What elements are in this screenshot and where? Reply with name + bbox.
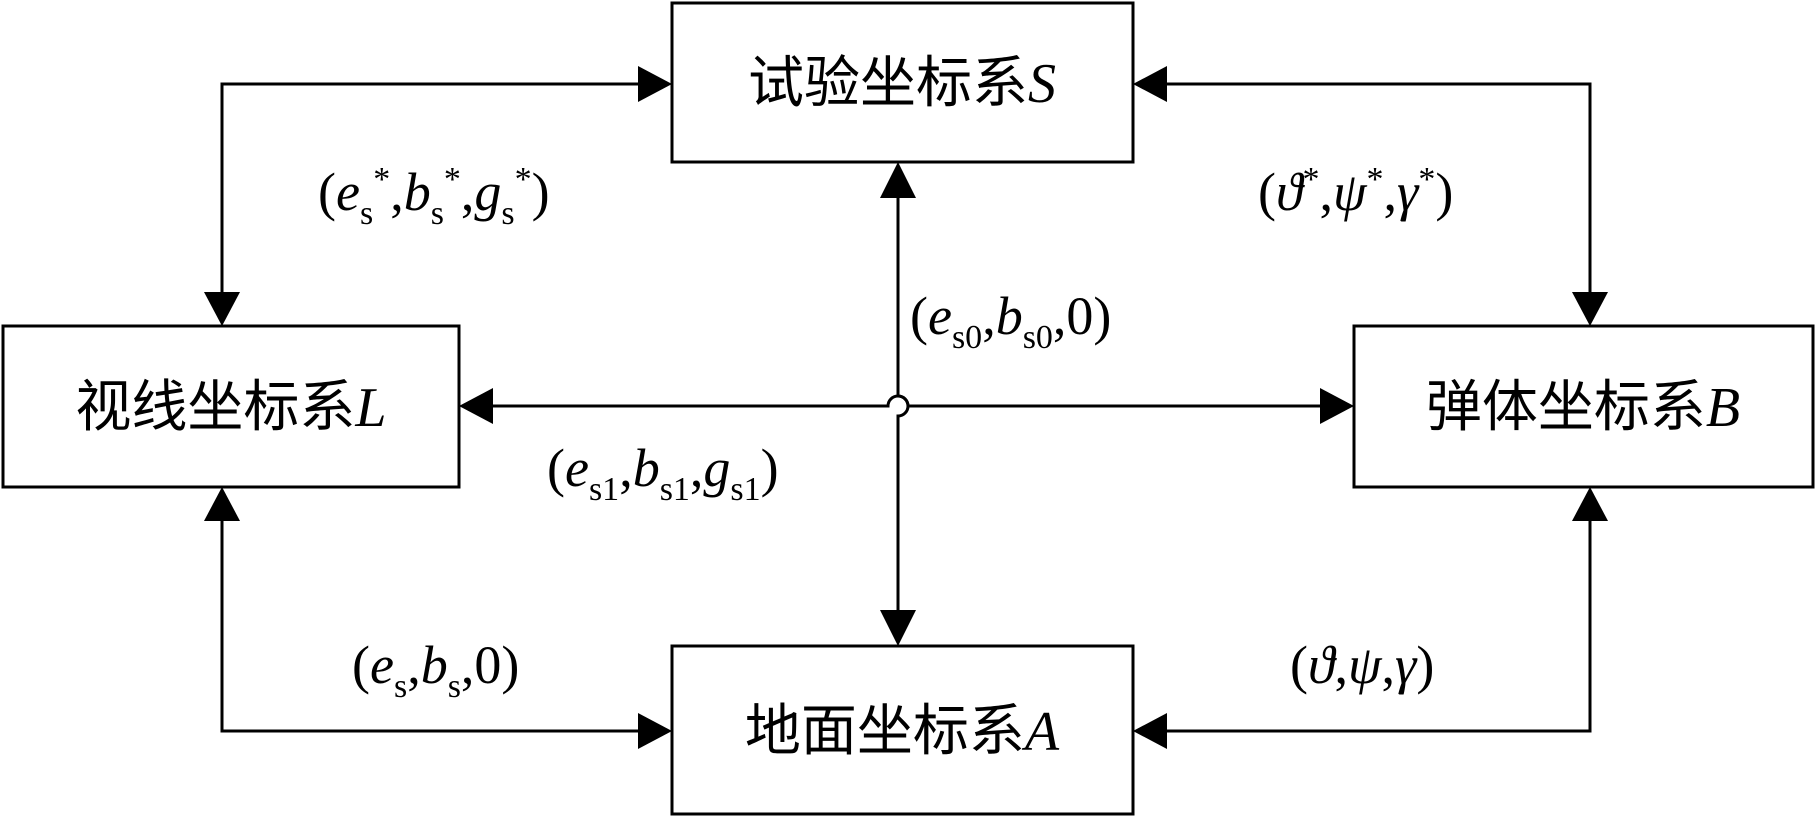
node-test-symbol: S [1028, 53, 1056, 115]
node-los-label: 视线坐标系L [75, 375, 386, 440]
node-test-box [670, 1, 1135, 164]
node-body-box [1352, 324, 1815, 489]
arrowhead [1133, 66, 1167, 102]
node-ground: 地面坐标系A [670, 644, 1135, 816]
node-ground-label: 地面坐标系A [745, 699, 1060, 764]
edge-body-ground [1153, 508, 1592, 733]
node-los-symbol: L [354, 377, 386, 439]
arrowhead [1133, 713, 1167, 749]
arrowhead [204, 292, 240, 326]
arrowhead [880, 610, 916, 646]
edge-los-body [480, 394, 1332, 408]
edge-test-los [220, 82, 652, 305]
node-ground-symbol: A [1021, 701, 1060, 763]
edge-label-los-ground: (es​,bs​,0) [352, 635, 519, 705]
edge-label-test-body: (ϑ*​,ψ*​,γ*​) [1258, 161, 1453, 222]
node-body-label: 弹体坐标系B [1426, 375, 1740, 440]
node-ground-box [670, 644, 1135, 816]
arrowhead [1572, 292, 1608, 326]
node-body-text: 弹体坐标系 [1426, 375, 1706, 440]
node-test-label: 试验坐标系S [748, 51, 1056, 116]
node-los-box [1, 324, 461, 489]
arrowhead [638, 713, 672, 749]
arrowhead [1320, 388, 1354, 424]
node-test-text: 试验坐标系 [748, 51, 1028, 116]
edge-label-body-ground: (ϑ,ψ,γ) [1290, 635, 1434, 695]
node-ground-text: 地面坐标系 [745, 699, 1025, 764]
arrowhead [638, 66, 672, 102]
edge-test-body [1153, 82, 1592, 305]
arrowhead [204, 487, 240, 521]
node-body-symbol: B [1706, 377, 1740, 439]
edge-label-test-ground: (es0​,bs0​,0) [910, 286, 1111, 356]
arrowhead [880, 162, 916, 198]
arrowhead [459, 388, 493, 424]
node-los: 视线坐标系L [1, 324, 461, 489]
edge-los-ground [220, 508, 652, 733]
arrowhead [1572, 487, 1608, 521]
node-body: 弹体坐标系B [1352, 324, 1815, 489]
edge-label-test-los: (es*​,bs*​,gs*​) [318, 161, 550, 232]
node-test: 试验坐标系S [670, 1, 1135, 164]
node-los-text: 视线坐标系 [75, 375, 355, 440]
edge-label-los-body: (es1​,bs1​,gs1​) [547, 438, 779, 508]
